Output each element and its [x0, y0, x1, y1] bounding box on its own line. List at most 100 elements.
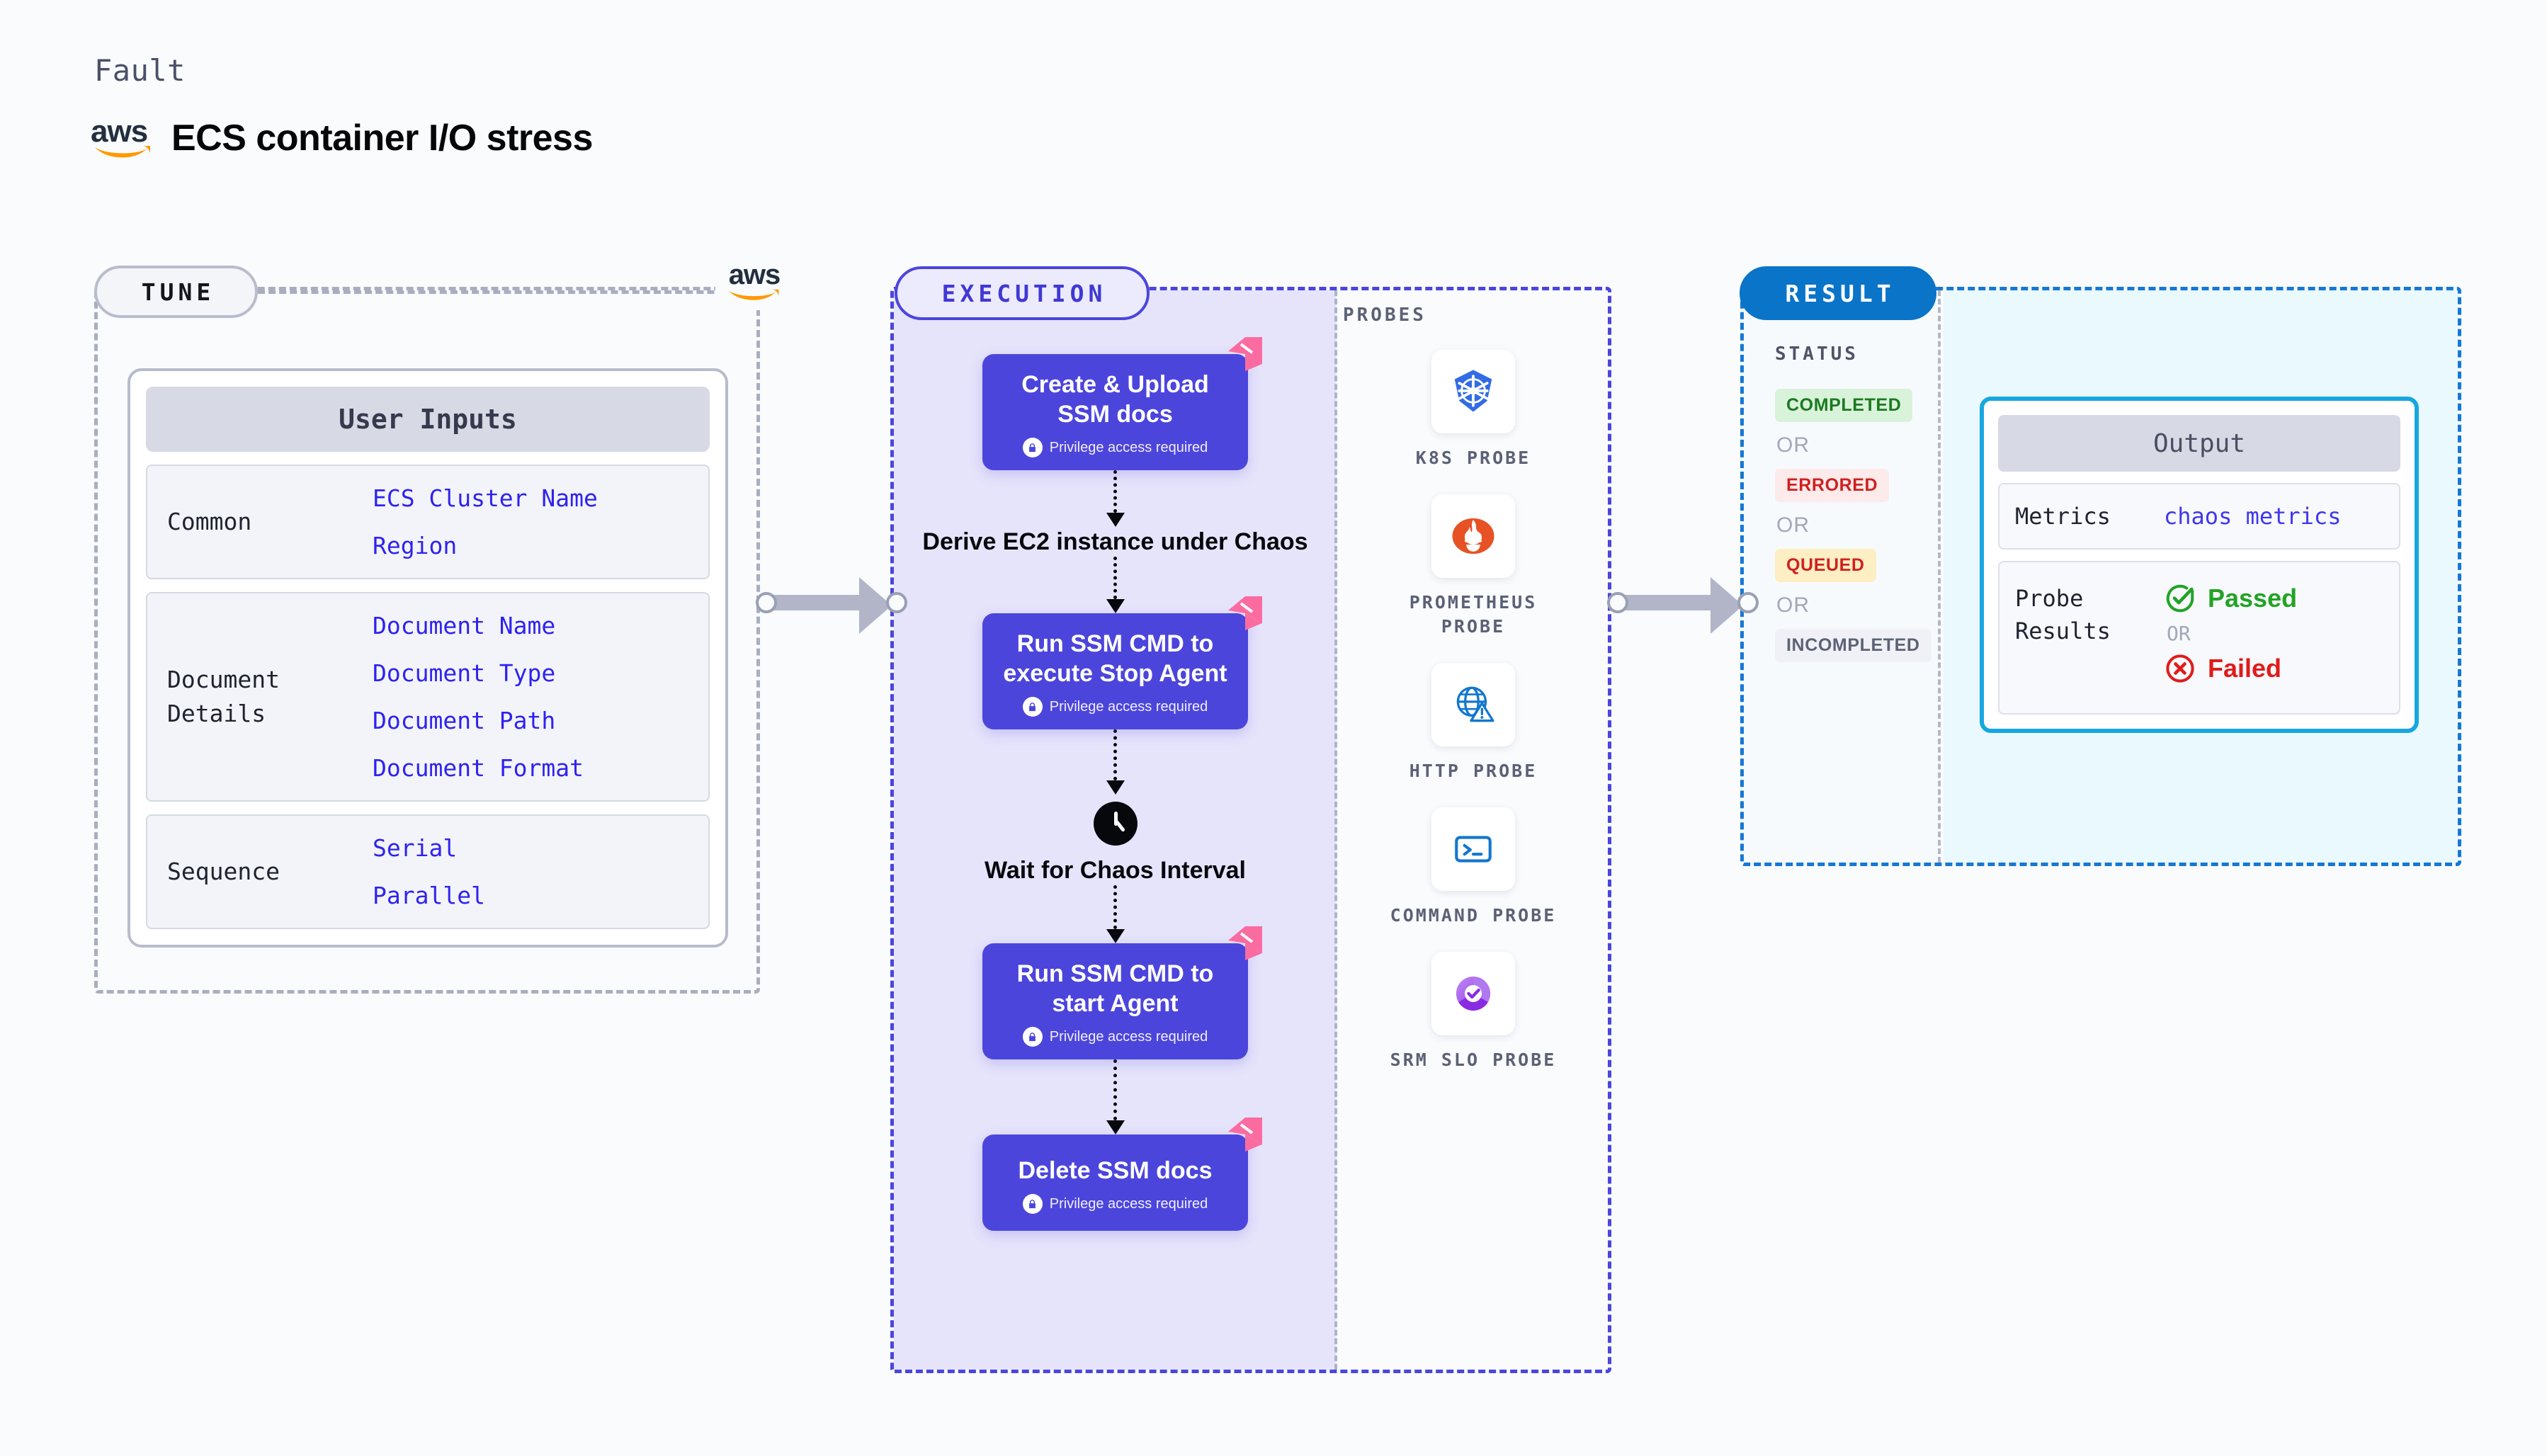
lock-icon [1022, 697, 1043, 717]
flow-arrow [1106, 470, 1125, 527]
execution-step-node[interactable]: Run SSM CMD to start Agent Privilege acc… [982, 926, 1262, 1059]
prometheus-icon [1431, 494, 1515, 578]
probe-item-command[interactable]: COMMAND PROBE [1381, 807, 1565, 928]
user-inputs-card: User Inputs Common ECS Cluster Name Regi… [127, 368, 728, 948]
input-value[interactable]: Document Name [373, 612, 556, 639]
tune-badge[interactable]: TUNE [94, 266, 258, 318]
probes-title: PROBES [1343, 305, 1426, 326]
execution-step-wait: Wait for Chaos Interval [985, 802, 1246, 885]
aws-provider-badge-icon: aws [715, 255, 793, 310]
step-privilege-note: Privilege access required [992, 438, 1238, 457]
tune-dash-connector [258, 290, 768, 294]
execution-container [890, 287, 1611, 1373]
execution-step-node[interactable]: Create & Upload SSM docs Privilege acces… [982, 337, 1262, 470]
execution-step-node[interactable]: Delete SSM docs Privilege access require… [982, 1117, 1262, 1231]
ribbon-icon [1228, 926, 1262, 960]
step-privilege-text: Privilege access required [1049, 698, 1208, 715]
input-group-label: Document Details [167, 666, 280, 727]
probe-result-failed: Failed [2164, 652, 2297, 685]
or-separator: OR [1776, 433, 1810, 457]
status-badge-errored: ERRORED [1775, 469, 1890, 502]
step-title: Run SSM CMD to execute Stop Agent [1003, 630, 1227, 687]
ribbon-icon [1228, 337, 1262, 371]
step-privilege-text: Privilege access required [1049, 439, 1208, 455]
check-circle-icon [2166, 584, 2194, 613]
fault-kicker: Fault [94, 53, 186, 88]
passed-label: Passed [2208, 584, 2298, 613]
probe-label: K8S PROBE [1415, 448, 1531, 468]
input-value[interactable]: ECS Cluster Name [373, 484, 598, 512]
input-group-label: Sequence [167, 858, 280, 885]
ribbon-icon [1228, 596, 1262, 630]
flow-arrow [1106, 729, 1125, 795]
probe-item-k8s[interactable]: K8S PROBE [1381, 350, 1565, 470]
srm-slo-icon [1431, 952, 1515, 1035]
chaos-metrics-link[interactable]: chaos metrics [2164, 503, 2342, 530]
probe-label: SRM SLO PROBE [1390, 1050, 1557, 1070]
step-title: Run SSM CMD to start Agent [1016, 960, 1214, 1017]
step-title: Create & Upload SSM docs [1021, 371, 1209, 428]
x-circle-icon [2166, 654, 2194, 683]
execution-step-plain: Derive EC2 instance under Chaos [922, 528, 1308, 555]
lock-icon [1022, 1194, 1043, 1214]
result-container [1740, 287, 2461, 866]
output-card: Output Metrics chaos metrics Probe Resul… [1980, 397, 2419, 733]
result-badge[interactable]: RESULT [1740, 266, 1936, 320]
status-badge-queued: QUEUED [1775, 549, 1876, 582]
output-label: Probe Results [2015, 585, 2111, 644]
step-privilege-note: Privilege access required [992, 1194, 1238, 1214]
input-value[interactable]: Document Path [373, 707, 556, 734]
step-privilege-text: Privilege access required [1049, 1028, 1208, 1045]
probe-item-prometheus[interactable]: PROMETHEUS PROBE [1381, 494, 1565, 639]
lock-icon [1022, 438, 1043, 457]
or-separator: OR [1776, 513, 1810, 537]
step-privilege-note: Privilege access required [992, 1027, 1238, 1047]
execution-badge[interactable]: EXECUTION [895, 266, 1150, 320]
user-inputs-title: User Inputs [146, 387, 710, 452]
clock-icon [1093, 802, 1138, 846]
input-value[interactable]: Document Type [373, 659, 556, 687]
or-separator: OR [1776, 593, 1810, 617]
execution-step-plain: Wait for Chaos Interval [984, 857, 1247, 884]
status-badge-incompleted: INCOMPLETED [1775, 629, 1931, 662]
execution-flow: Create & Upload SSM docs Privilege acces… [894, 290, 1337, 1370]
probe-result-passed: Passed [2164, 582, 2297, 615]
input-value[interactable]: Region [373, 532, 458, 559]
probe-label: HTTP PROBE [1409, 761, 1538, 781]
execution-probes-divider [1334, 290, 1337, 1370]
probe-item-srm-slo[interactable]: SRM SLO PROBE [1381, 952, 1565, 1072]
flow-arrow [1106, 885, 1125, 943]
output-title: Output [1998, 415, 2400, 472]
status-badge-completed: COMPLETED [1775, 389, 1913, 422]
http-globe-icon [1431, 663, 1515, 746]
flow-arrow [1106, 1059, 1125, 1134]
probe-label: COMMAND PROBE [1390, 905, 1557, 926]
input-group-label: Common [167, 508, 252, 535]
result-status-column: STATUS COMPLETED OR ERRORED OR QUEUED OR… [1744, 290, 1941, 863]
step-title: Delete SSM docs [1018, 1157, 1213, 1184]
probes-section: PROBES [1337, 305, 1609, 1367]
output-row-metrics: Metrics chaos metrics [1998, 483, 2400, 550]
terminal-icon [1431, 807, 1515, 891]
ribbon-icon [1228, 1117, 1262, 1151]
lock-icon [1022, 1027, 1043, 1047]
step-privilege-text: Privilege access required [1049, 1195, 1208, 1212]
step-privilege-note: Privilege access required [992, 697, 1238, 717]
input-value[interactable]: Serial [373, 834, 458, 862]
kubernetes-icon [1431, 350, 1515, 433]
aws-logo-icon: aws [91, 116, 156, 159]
flow-arrow [1106, 557, 1125, 613]
probe-label: PROMETHEUS PROBE [1409, 592, 1538, 637]
input-group-document-details: Document Details Document Name Document … [146, 592, 710, 802]
input-group-sequence: Sequence Serial Parallel [146, 814, 710, 929]
connector-execution-to-result [1607, 574, 1759, 637]
connector-tune-to-execution [756, 574, 907, 637]
tune-container [94, 287, 760, 994]
probe-item-http[interactable]: HTTP PROBE [1381, 663, 1565, 783]
input-value[interactable]: Document Format [373, 754, 584, 782]
execution-step-node[interactable]: Run SSM CMD to execute Stop Agent Privil… [982, 596, 1262, 729]
failed-label: Failed [2208, 654, 2282, 683]
output-row-probe-results: Probe Results Passed OR Failed [1998, 561, 2400, 715]
input-value[interactable]: Parallel [373, 882, 485, 909]
